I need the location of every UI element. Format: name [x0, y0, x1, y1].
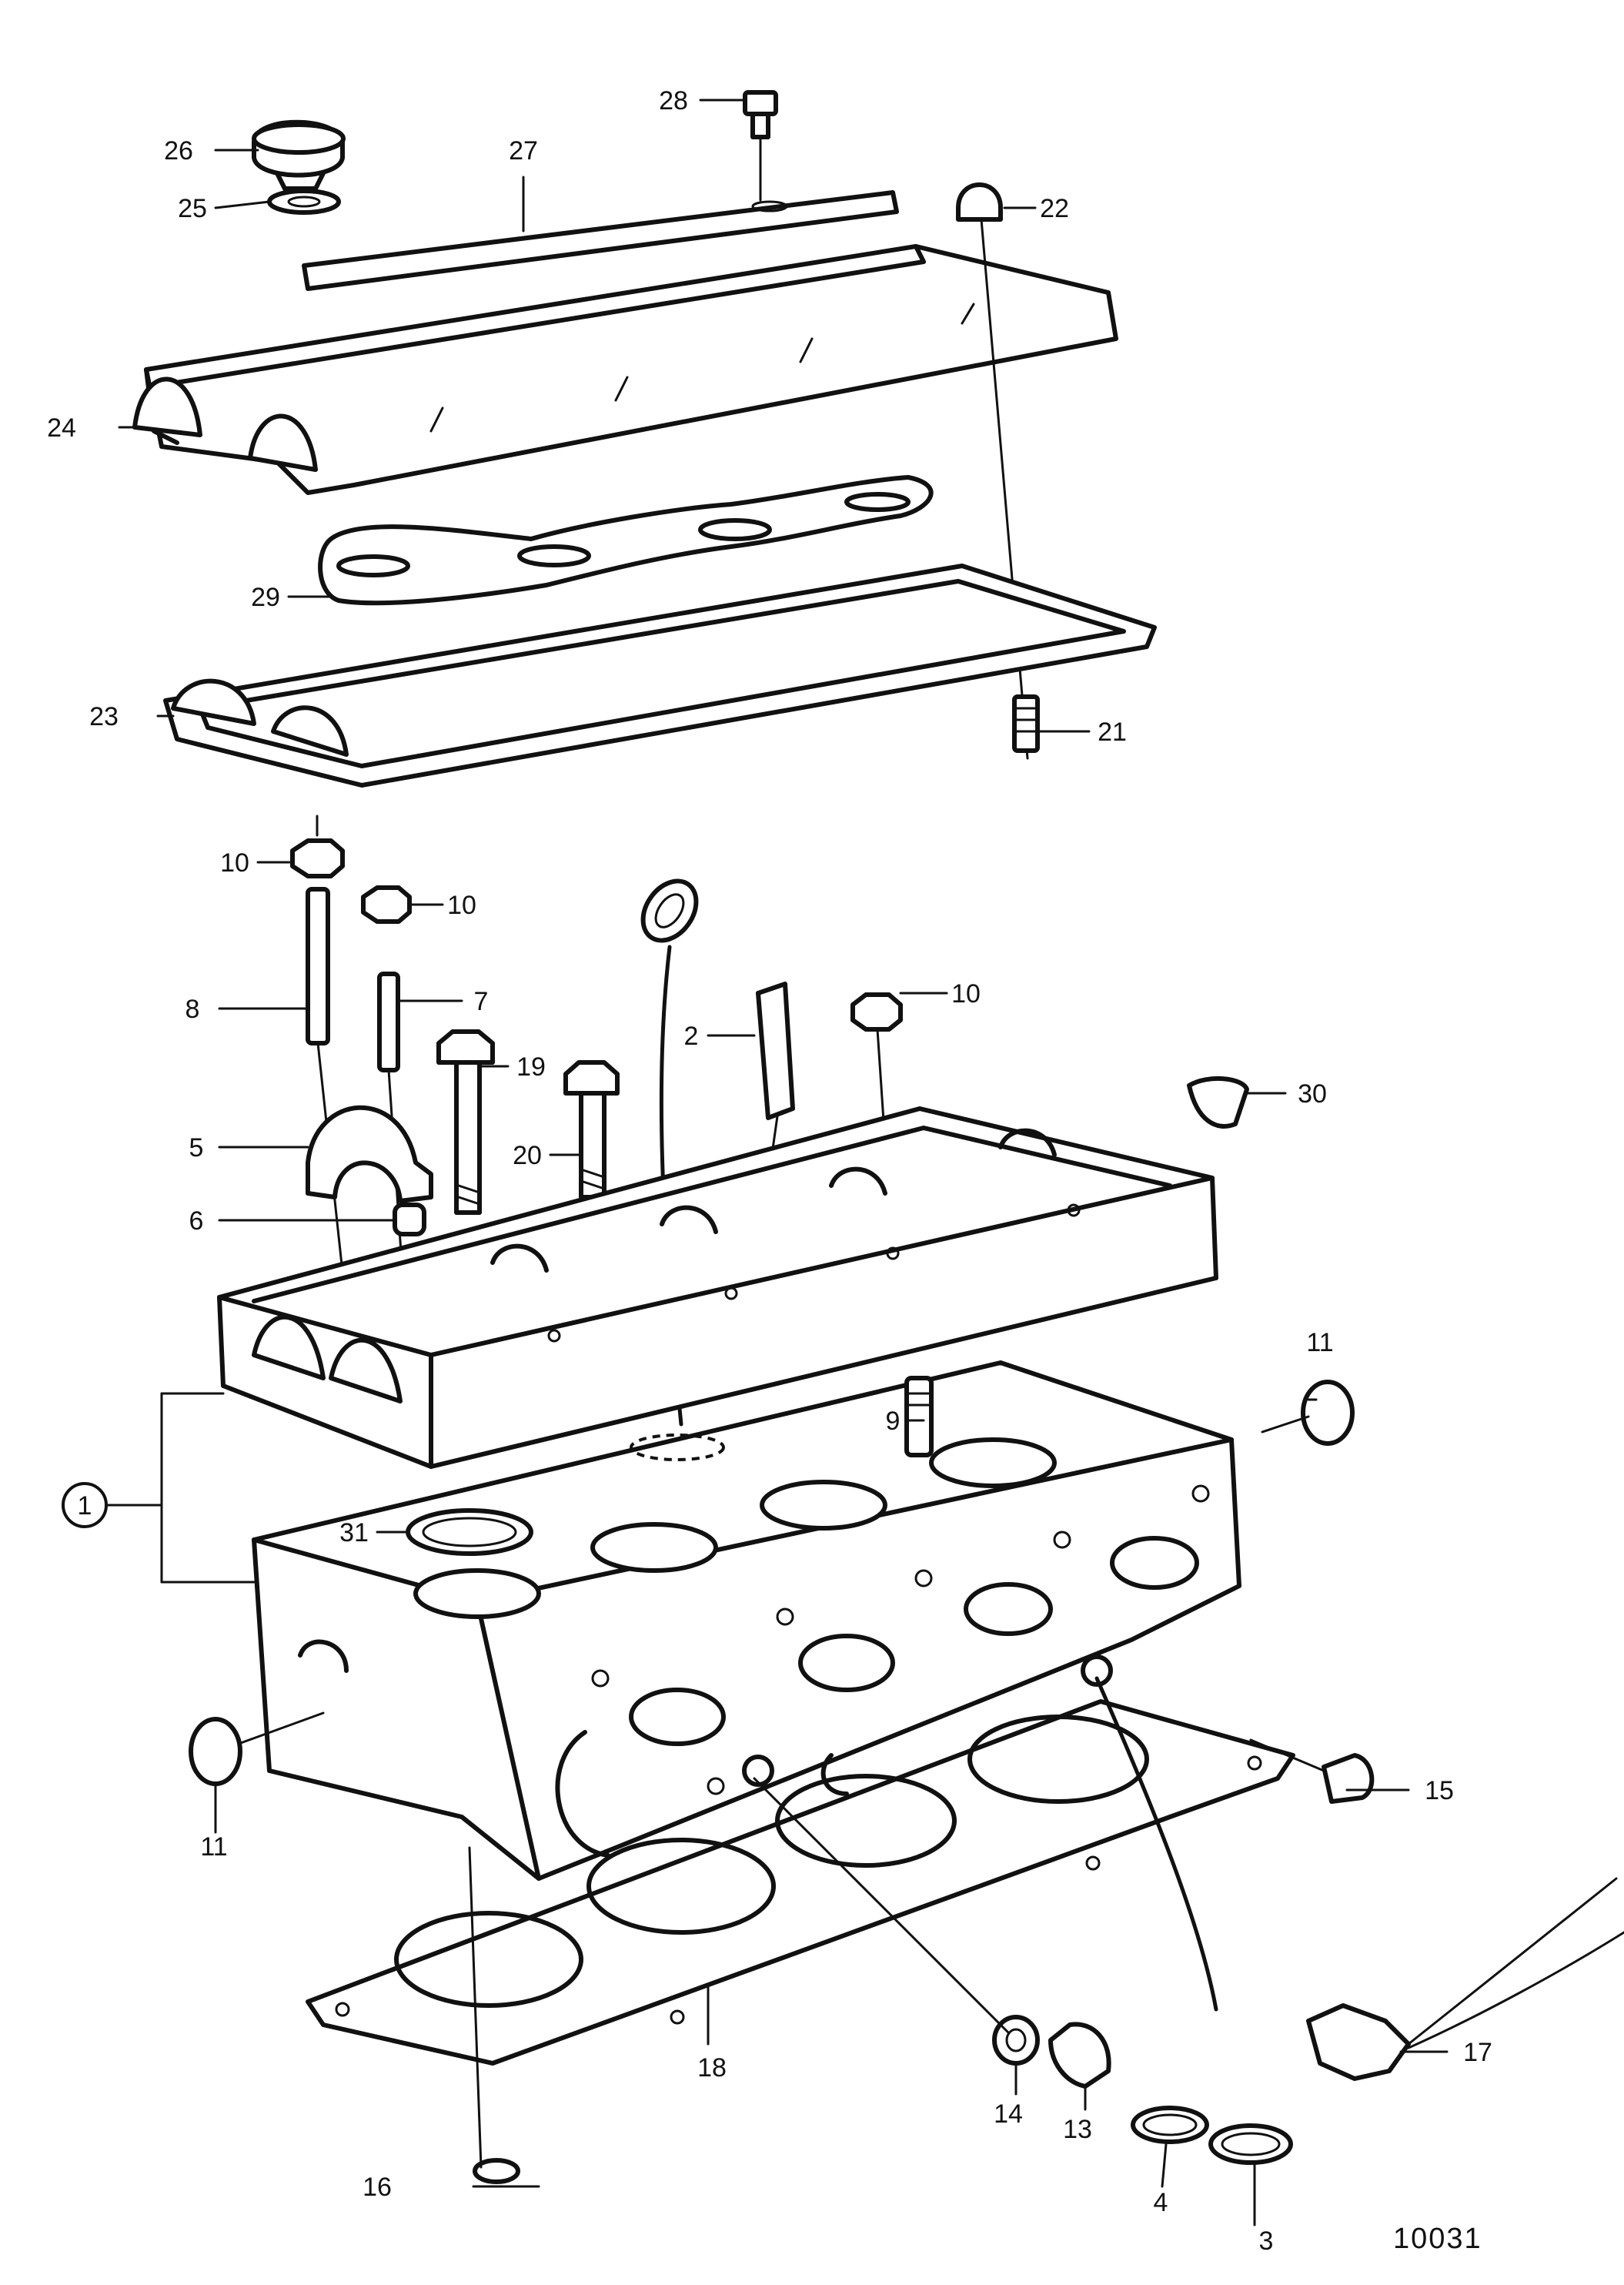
- callout-8: 8: [185, 995, 200, 1024]
- callout-11b: 11: [200, 1832, 227, 1862]
- callout-18: 19: [516, 1052, 546, 1082]
- plug-15: [468, 1846, 520, 2184]
- sleeve-6: [393, 1203, 426, 1236]
- callout-7: 7: [474, 987, 489, 1016]
- callout-26: 27: [509, 136, 538, 166]
- leader-lines: [106, 99, 1449, 2226]
- callout-23: 24: [47, 413, 76, 443]
- callout-22: 23: [89, 702, 119, 731]
- seal-ring-4: [1131, 2106, 1209, 2144]
- callout-1: 1: [78, 1491, 92, 1521]
- callout-27: 28: [659, 86, 688, 115]
- callout-2: 2: [684, 1022, 699, 1051]
- cylinder-head: [252, 1360, 1241, 1881]
- stud-8: [306, 887, 352, 1345]
- cover-plate: [302, 190, 899, 291]
- callout-10c: 10: [951, 979, 981, 1009]
- bearing-cap-5: [306, 1105, 433, 1203]
- expansion-plug-11a: [1301, 1380, 1355, 1446]
- callout-6: 6: [189, 1206, 204, 1236]
- callout-12: 13: [1063, 2115, 1092, 2144]
- stud-9: [904, 1376, 934, 1457]
- callout-11a: 11: [1306, 1328, 1333, 1357]
- plug-29: [1187, 1076, 1249, 1129]
- callout-14: 15: [1425, 1776, 1454, 1805]
- callout-3: 3: [1259, 2226, 1274, 2256]
- callout-30: 31: [339, 1518, 369, 1547]
- temperature-sender: [1306, 1877, 1624, 2081]
- callout-9: 9: [886, 1407, 901, 1436]
- head-gasket: [306, 1699, 1295, 2066]
- plug-12: [753, 1777, 1111, 2089]
- callout-15: 16: [363, 2173, 392, 2202]
- drawing-number: 10031: [1393, 2223, 1482, 2255]
- nut-10b: [361, 885, 412, 924]
- callout-17: 18: [697, 2053, 727, 2083]
- seal-ring-30: [406, 1508, 533, 1556]
- rocker-cover-gasket: [163, 564, 1157, 788]
- callout-1-circle: 1: [62, 1482, 108, 1528]
- callout-19: 20: [513, 1141, 542, 1170]
- rocker-cover: [132, 244, 1118, 495]
- callout-13: 14: [994, 2099, 1023, 2129]
- callout-4: 4: [1154, 2188, 1168, 2217]
- callout-10a: 10: [220, 848, 249, 878]
- callout-29: 30: [1298, 1079, 1327, 1109]
- callout-28: 29: [251, 583, 280, 612]
- callout-24: 25: [178, 194, 207, 223]
- plug-seal-gasket: [318, 475, 934, 606]
- callout-21: 22: [1040, 194, 1069, 223]
- bolt-18: [436, 1029, 495, 1215]
- camshaft-housing: [217, 1106, 1218, 1469]
- callout-5: 5: [189, 1133, 204, 1163]
- nut-10a: [290, 815, 345, 878]
- callout-labels: 26 25 24 27 28 22 29 23 21 10 10 8 7 10 …: [47, 86, 1492, 2256]
- cover-screw: [743, 90, 778, 202]
- expansion-plug-11b: [189, 1711, 325, 1786]
- callout-10b: 10: [447, 891, 476, 920]
- guide-line: [1094, 1676, 1218, 2012]
- callout-25: 26: [164, 136, 193, 166]
- oil-filler-cap: [252, 119, 346, 191]
- stud: [1012, 694, 1040, 753]
- oil-filler-seal: [267, 189, 341, 215]
- seal-ring-3: [1208, 2123, 1293, 2165]
- callout-20: 21: [1098, 718, 1127, 747]
- callout-16: 17: [1463, 2038, 1492, 2067]
- dashed-hole: [630, 1434, 725, 1461]
